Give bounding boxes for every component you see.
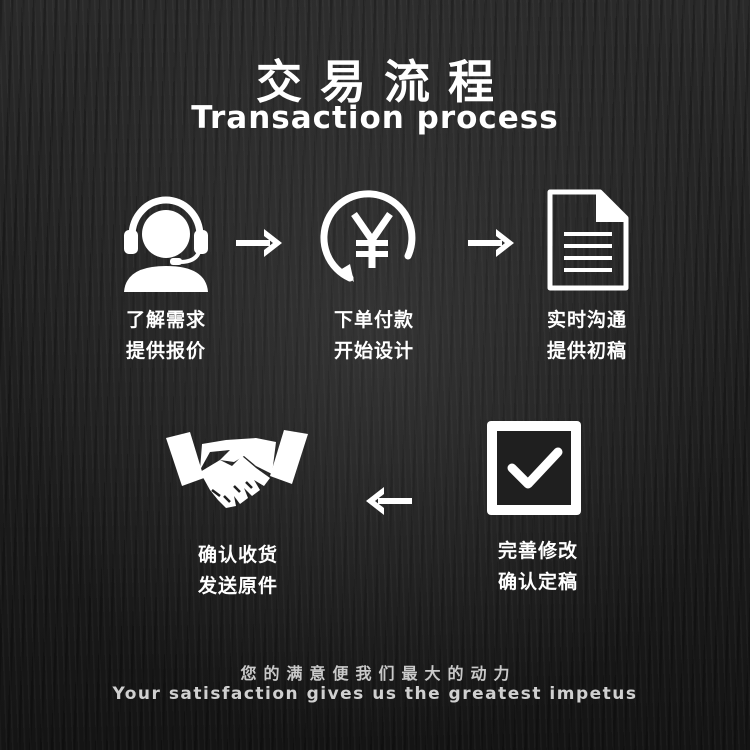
document-icon [546,188,630,292]
yuan-coin-icon [320,188,424,292]
headset-user-icon [118,186,214,294]
step-1-label: 了解需求 提供报价 [125,309,206,362]
arrow-left-icon [362,484,412,518]
checkbox-check-icon [484,418,584,518]
slogan-zh: 您的满意便我们最大的动力 [240,664,517,683]
page-subtitle: Transaction process [191,100,559,136]
step-3-label: 实时沟通 提供初稿 [546,309,627,362]
arrow-right-icon [468,226,518,260]
step-4-label: 完善修改 确认定稿 [497,540,578,593]
step-2-label: 下单付款 开始设计 [333,309,414,362]
slogan-en: Your satisfaction gives us the greatest … [112,684,638,704]
step-5-label: 确认收货 发送原件 [197,544,278,597]
arrow-right-icon [236,226,286,260]
page-title: 交易流程 [256,55,512,109]
handshake-icon [164,426,310,512]
